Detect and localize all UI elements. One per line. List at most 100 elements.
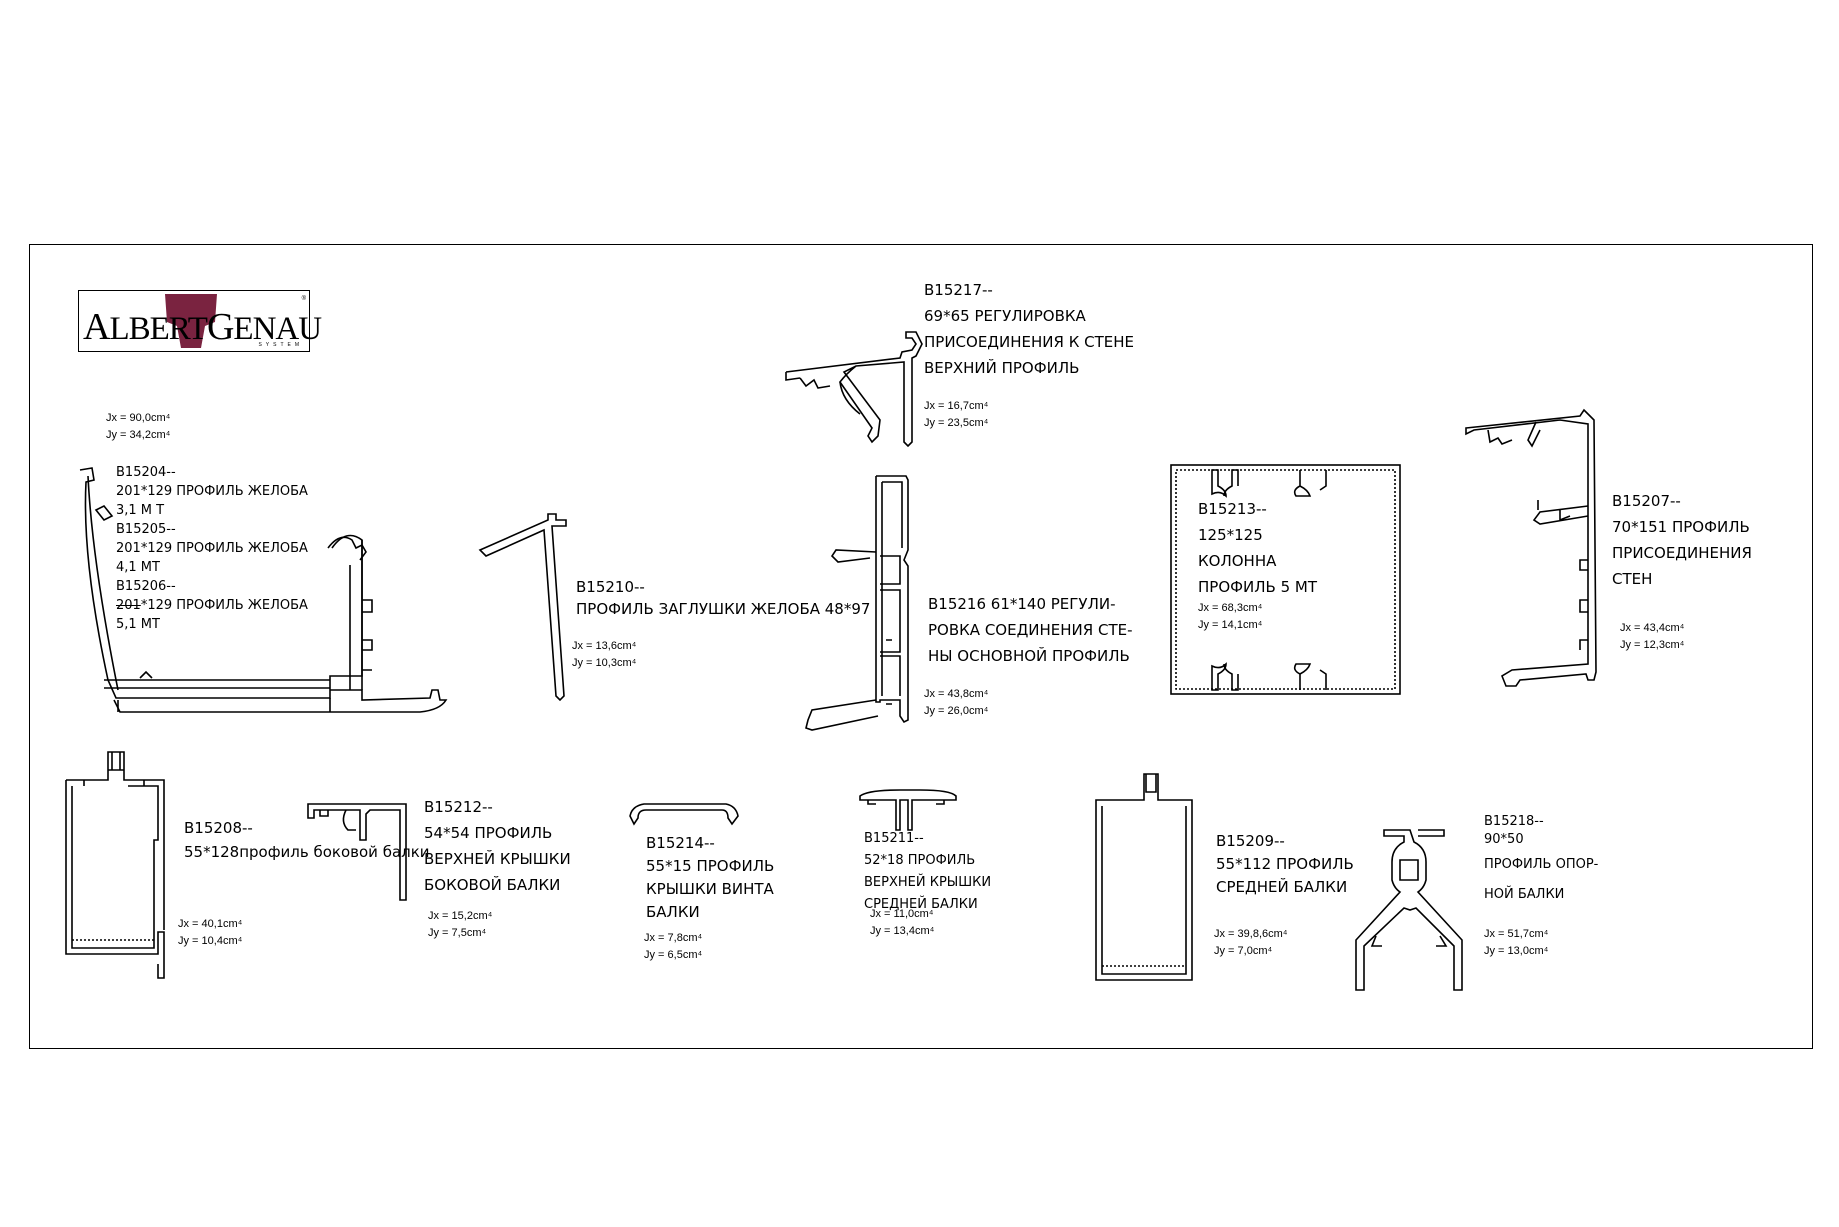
- b15209-desc-2: СРЕДНЕЙ БАЛКИ: [1216, 878, 1348, 896]
- b15211-desc-3: СРЕДНЕЙ БАЛКИ: [864, 897, 978, 912]
- b15204-moments: Jx = 90,0cm⁴ Jy = 34,2cm⁴: [106, 410, 170, 444]
- b15206-desc: 201*129 ПРОФИЛЬ ЖЕЛОБА: [116, 598, 308, 613]
- b15205-desc: 201*129 ПРОФИЛЬ ЖЕЛОБА: [116, 541, 308, 556]
- logo-brand-text: ALBERTGENAU: [83, 306, 322, 348]
- profile-b15213-shape: [1170, 464, 1401, 695]
- b15218-jy: Jy = 13,0cm⁴: [1484, 945, 1549, 957]
- b15209-jx: Jx = 39,8,6cm⁴: [1214, 928, 1288, 940]
- b15218-desc-1: ПРОФИЛЬ ОПОР-: [1484, 857, 1599, 872]
- b15207-code: B15207--: [1612, 492, 1681, 510]
- b15216-label: B15216 61*140 РЕГУЛИ- РОВКА СОЕДИНЕНИЯ С…: [928, 591, 1133, 669]
- b15211-code: B15211--: [864, 831, 924, 846]
- b15218-size: 90*50: [1484, 832, 1524, 847]
- b15214-moments: Jx = 7,8cm⁴ Jy = 6,5cm⁴: [644, 930, 702, 964]
- b15204-jy: Jy = 34,2cm⁴: [106, 429, 171, 441]
- b15207-label: B15207-- 70*151 ПРОФИЛЬ ПРИСОЕДИНЕНИЯ СТ…: [1612, 488, 1752, 592]
- b15212-jx: Jx = 15,2cm⁴: [428, 910, 493, 922]
- b15208-jy: Jy = 10,4cm⁴: [178, 935, 243, 947]
- b15216-desc-1: B15216 61*140 РЕГУЛИ-: [928, 595, 1116, 613]
- b15211-desc-1: 52*18 ПРОФИЛЬ: [864, 853, 976, 868]
- b15208-desc: 55*128профиль боковой балки: [184, 843, 430, 861]
- b15209-code: B15209--: [1216, 832, 1285, 850]
- b15218-code: B15218--: [1484, 814, 1544, 829]
- b15207-desc-2: ПРИСОЕДИНЕНИЯ: [1612, 544, 1752, 562]
- logo-mark-icon: [165, 294, 217, 348]
- b15212-desc-2: ВЕРХНЕЙ КРЫШКИ: [424, 850, 571, 868]
- b15214-code: B15214--: [646, 834, 715, 852]
- b15212-jy: Jy = 7,5cm⁴: [428, 927, 487, 939]
- b15214-jy: Jy = 6,5cm⁴: [644, 949, 703, 961]
- b15210-jx: Jx = 13,6cm⁴: [572, 640, 637, 652]
- b15213-jx: Jx = 68,3cm⁴: [1198, 602, 1263, 614]
- b15212-moments: Jx = 15,2cm⁴ Jy = 7,5cm⁴: [428, 908, 492, 942]
- profile-b15214-shape: [629, 803, 739, 826]
- b15216-moments: Jx = 43,8cm⁴ Jy = 26,0cm⁴: [924, 686, 988, 720]
- b15204-label: B15204-- 201*129 ПРОФИЛЬ ЖЕЛОБА 3,1 М Т …: [116, 463, 308, 634]
- b15217-desc-1: 69*65 РЕГУЛИРОВКА: [924, 307, 1086, 325]
- b15207-moments: Jx = 43,4cm⁴ Jy = 12,3cm⁴: [1620, 620, 1684, 654]
- profile-b15210-shape: [478, 513, 567, 702]
- b15214-desc-1: 55*15 ПРОФИЛЬ: [646, 857, 775, 875]
- b15217-moments: Jx = 16,7cm⁴ Jy = 23,5cm⁴: [924, 398, 988, 432]
- b15208-jx: Jx = 40,1cm⁴: [178, 918, 243, 930]
- profile-b15209-shape: [1095, 773, 1193, 981]
- b15210-code: B15210--: [576, 578, 645, 596]
- b15212-label: B15212-- 54*54 ПРОФИЛЬ ВЕРХНЕЙ КРЫШКИ БО…: [424, 794, 571, 898]
- profile-b15211-shape: [859, 789, 957, 831]
- b15216-jx: Jx = 43,8cm⁴: [924, 688, 989, 700]
- b15204-desc: 201*129 ПРОФИЛЬ ЖЕЛОБА: [116, 484, 308, 499]
- b15214-jx: Jx = 7,8cm⁴: [644, 932, 703, 944]
- b15217-jx: Jx = 16,7cm⁴: [924, 400, 989, 412]
- b15206-code: B15206--: [116, 579, 176, 594]
- drawing-frame: [29, 244, 1813, 1049]
- b15207-jy: Jy = 12,3cm⁴: [1620, 639, 1685, 651]
- b15213-size: 125*125: [1198, 526, 1263, 544]
- b15214-label: B15214-- 55*15 ПРОФИЛЬ КРЫШКИ ВИНТА БАЛК…: [646, 832, 774, 924]
- b15213-label: B15213-- 125*125 КОЛОННА ПРОФИЛЬ 5 МТ: [1198, 496, 1317, 600]
- b15216-desc-3: НЫ ОСНОВНОЙ ПРОФИЛЬ: [928, 647, 1130, 665]
- b15206-length: 5,1 МТ: [116, 617, 160, 632]
- b15217-label: B15217-- 69*65 РЕГУЛИРОВКА ПРИСОЕДИНЕНИЯ…: [924, 277, 1134, 381]
- b15210-desc: ПРОФИЛЬ ЗАГЛУШКИ ЖЕЛОБА 48*97: [576, 600, 871, 618]
- b15218-desc: ПРОФИЛЬ ОПОР- НОЙ БАЛКИ: [1484, 850, 1598, 910]
- b15211-jy: Jy = 13,4cm⁴: [870, 925, 935, 937]
- b15216-desc-2: РОВКА СОЕДИНЕНИЯ СТЕ-: [928, 621, 1133, 639]
- b15204-length: 3,1 М Т: [116, 503, 165, 518]
- b15213-desc-1: КОЛОННА: [1198, 552, 1277, 570]
- b15209-desc-1: 55*112 ПРОФИЛЬ: [1216, 855, 1354, 873]
- profile-b15204-shape: [79, 467, 448, 713]
- b15213-desc-2: ПРОФИЛЬ 5 МТ: [1198, 578, 1318, 596]
- logo-subtitle: SYSTEM: [258, 342, 303, 348]
- b15218-jx: Jx = 51,7cm⁴: [1484, 928, 1549, 940]
- profile-b15212-shape: [307, 803, 407, 901]
- albertgenau-logo: ALBERTGENAU ® SYSTEM: [78, 290, 322, 352]
- b15218-label: B15218-- 90*50: [1484, 813, 1544, 849]
- b15205-length: 4,1 МТ: [116, 560, 160, 575]
- b15209-jy: Jy = 7,0cm⁴: [1214, 945, 1273, 957]
- profile-b15208-shape: [65, 751, 165, 979]
- profile-b15207-shape: [1465, 408, 1597, 687]
- b15208-code: B15208--: [184, 819, 253, 837]
- b15212-code: B15212--: [424, 798, 493, 816]
- profile-b15218-shape: [1355, 829, 1463, 991]
- b15218-desc-2: НОЙ БАЛКИ: [1484, 887, 1565, 902]
- b15213-code: B15213--: [1198, 500, 1267, 518]
- b15205-code: B15205--: [116, 522, 176, 537]
- b15212-desc-3: БОКОВОЙ БАЛКИ: [424, 876, 561, 894]
- b15217-desc-3: ВЕРХНИЙ ПРОФИЛЬ: [924, 359, 1080, 377]
- b15204-code: B15204--: [116, 465, 176, 480]
- profile-b15216-shape: [805, 475, 909, 731]
- b15208-label: B15208-- 55*128профиль боковой балки: [184, 816, 430, 864]
- b15204-jx: Jx = 90,0cm⁴: [106, 412, 171, 424]
- b15209-label: B15209-- 55*112 ПРОФИЛЬ СРЕДНЕЙ БАЛКИ: [1216, 830, 1354, 899]
- b15207-desc-3: СТЕН: [1612, 570, 1653, 588]
- b15213-jy: Jy = 14,1cm⁴: [1198, 619, 1263, 631]
- b15210-moments: Jx = 13,6cm⁴ Jy = 10,3cm⁴: [572, 638, 636, 672]
- b15209-moments: Jx = 39,8,6cm⁴ Jy = 7,0cm⁴: [1214, 926, 1288, 960]
- b15217-jy: Jy = 23,5cm⁴: [924, 417, 989, 429]
- b15217-code: B15217--: [924, 281, 993, 299]
- b15217-desc-2: ПРИСОЕДИНЕНИЯ К СТЕНЕ: [924, 333, 1134, 351]
- b15214-desc-3: БАЛКИ: [646, 903, 700, 921]
- b15212-desc-1: 54*54 ПРОФИЛЬ: [424, 824, 553, 842]
